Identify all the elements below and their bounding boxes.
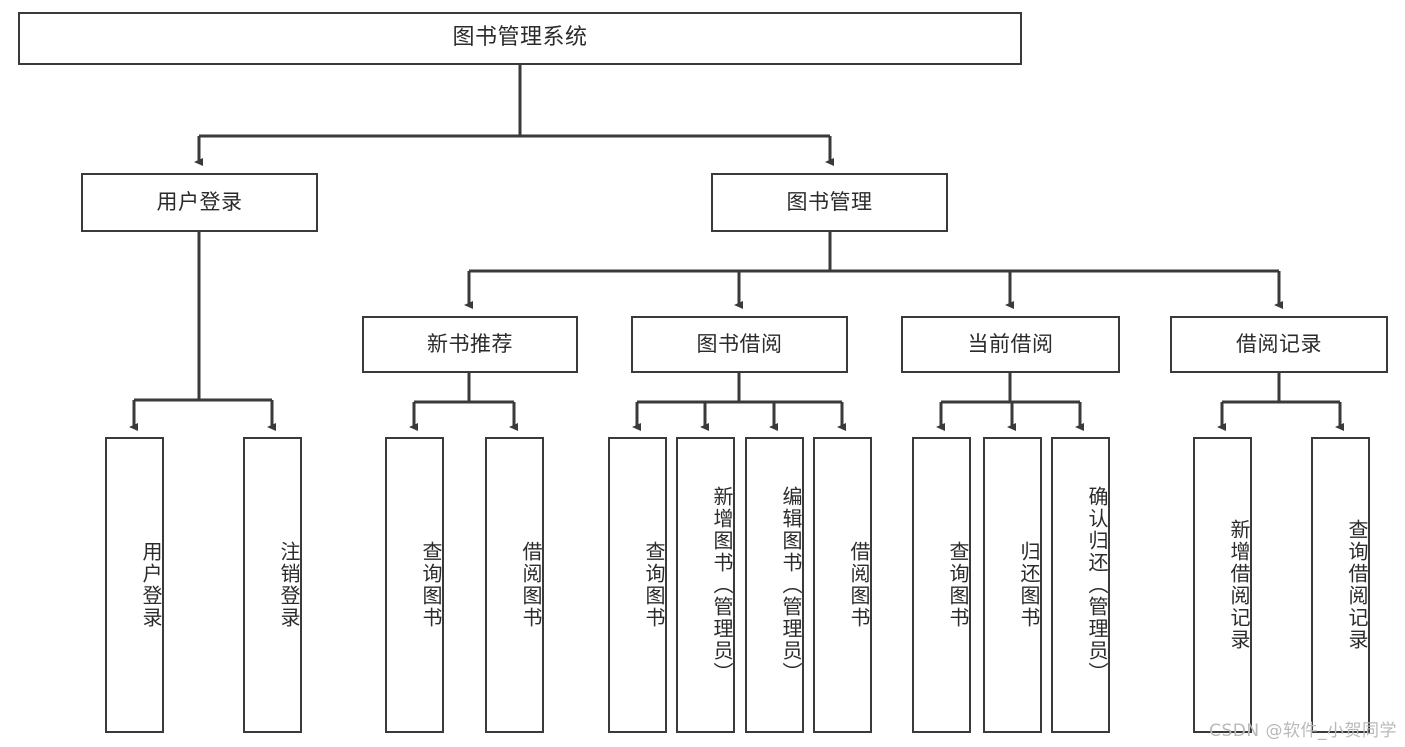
node-leaf-user-login[interactable]: 用户登录 <box>105 437 164 733</box>
node-label: 借阅图书 <box>519 541 543 629</box>
node-leaf-logout-login[interactable]: 注销登录 <box>243 437 302 733</box>
node-label: 查询图书 <box>419 541 443 629</box>
node-label: 当前借阅 <box>967 331 1054 356</box>
node-label: 图书管理 <box>786 189 873 214</box>
node-label: 归还图书 <box>1017 541 1041 629</box>
node-label: 查询图书 <box>642 541 666 629</box>
node-current-borrow[interactable]: 当前借阅 <box>901 316 1120 373</box>
node-leaf-borrow-book-1[interactable]: 借阅图书 <box>485 437 544 733</box>
node-leaf-query-book-2[interactable]: 查询图书 <box>608 437 667 733</box>
node-book-borrow[interactable]: 图书借阅 <box>631 316 848 373</box>
node-label: 新增借阅记录 <box>1227 519 1251 651</box>
node-label: 查询图书 <box>946 541 970 629</box>
node-user-login[interactable]: 用户登录 <box>81 173 318 232</box>
node-label: 确认归还（管理员） <box>1085 486 1109 684</box>
node-leaf-query-book-1[interactable]: 查询图书 <box>385 437 444 733</box>
node-leaf-query-book-3[interactable]: 查询图书 <box>912 437 971 733</box>
node-label: 用户登录 <box>139 541 163 629</box>
node-label: 注销登录 <box>277 541 301 629</box>
node-borrow-record[interactable]: 借阅记录 <box>1170 316 1388 373</box>
node-label: 新书推荐 <box>427 331 513 356</box>
node-label: 用户登录 <box>156 189 243 214</box>
node-new-book-recommend[interactable]: 新书推荐 <box>362 316 578 373</box>
node-label: 新增图书（管理员） <box>710 486 734 684</box>
node-label: 编辑图书（管理员） <box>779 486 803 684</box>
node-book-management[interactable]: 图书管理 <box>711 173 948 232</box>
node-label: 借阅图书 <box>847 541 871 629</box>
node-root-system[interactable]: 图书管理系统 <box>18 12 1022 65</box>
node-label: 借阅记录 <box>1236 331 1322 356</box>
csdn-watermark: CSDN @软件_小贺同学 <box>1209 721 1397 741</box>
node-label: 图书借阅 <box>696 331 783 356</box>
node-leaf-return-book[interactable]: 归还图书 <box>983 437 1042 733</box>
node-leaf-query-record[interactable]: 查询借阅记录 <box>1311 437 1370 733</box>
node-leaf-edit-book[interactable]: 编辑图书（管理员） <box>745 437 804 733</box>
node-leaf-add-record[interactable]: 新增借阅记录 <box>1193 437 1252 733</box>
node-leaf-borrow-book-2[interactable]: 借阅图书 <box>813 437 872 733</box>
node-leaf-confirm-return[interactable]: 确认归还（管理员） <box>1051 437 1110 733</box>
node-leaf-add-book[interactable]: 新增图书（管理员） <box>676 437 735 733</box>
node-label: 图书管理系统 <box>452 25 588 51</box>
node-label: 查询借阅记录 <box>1345 519 1369 651</box>
